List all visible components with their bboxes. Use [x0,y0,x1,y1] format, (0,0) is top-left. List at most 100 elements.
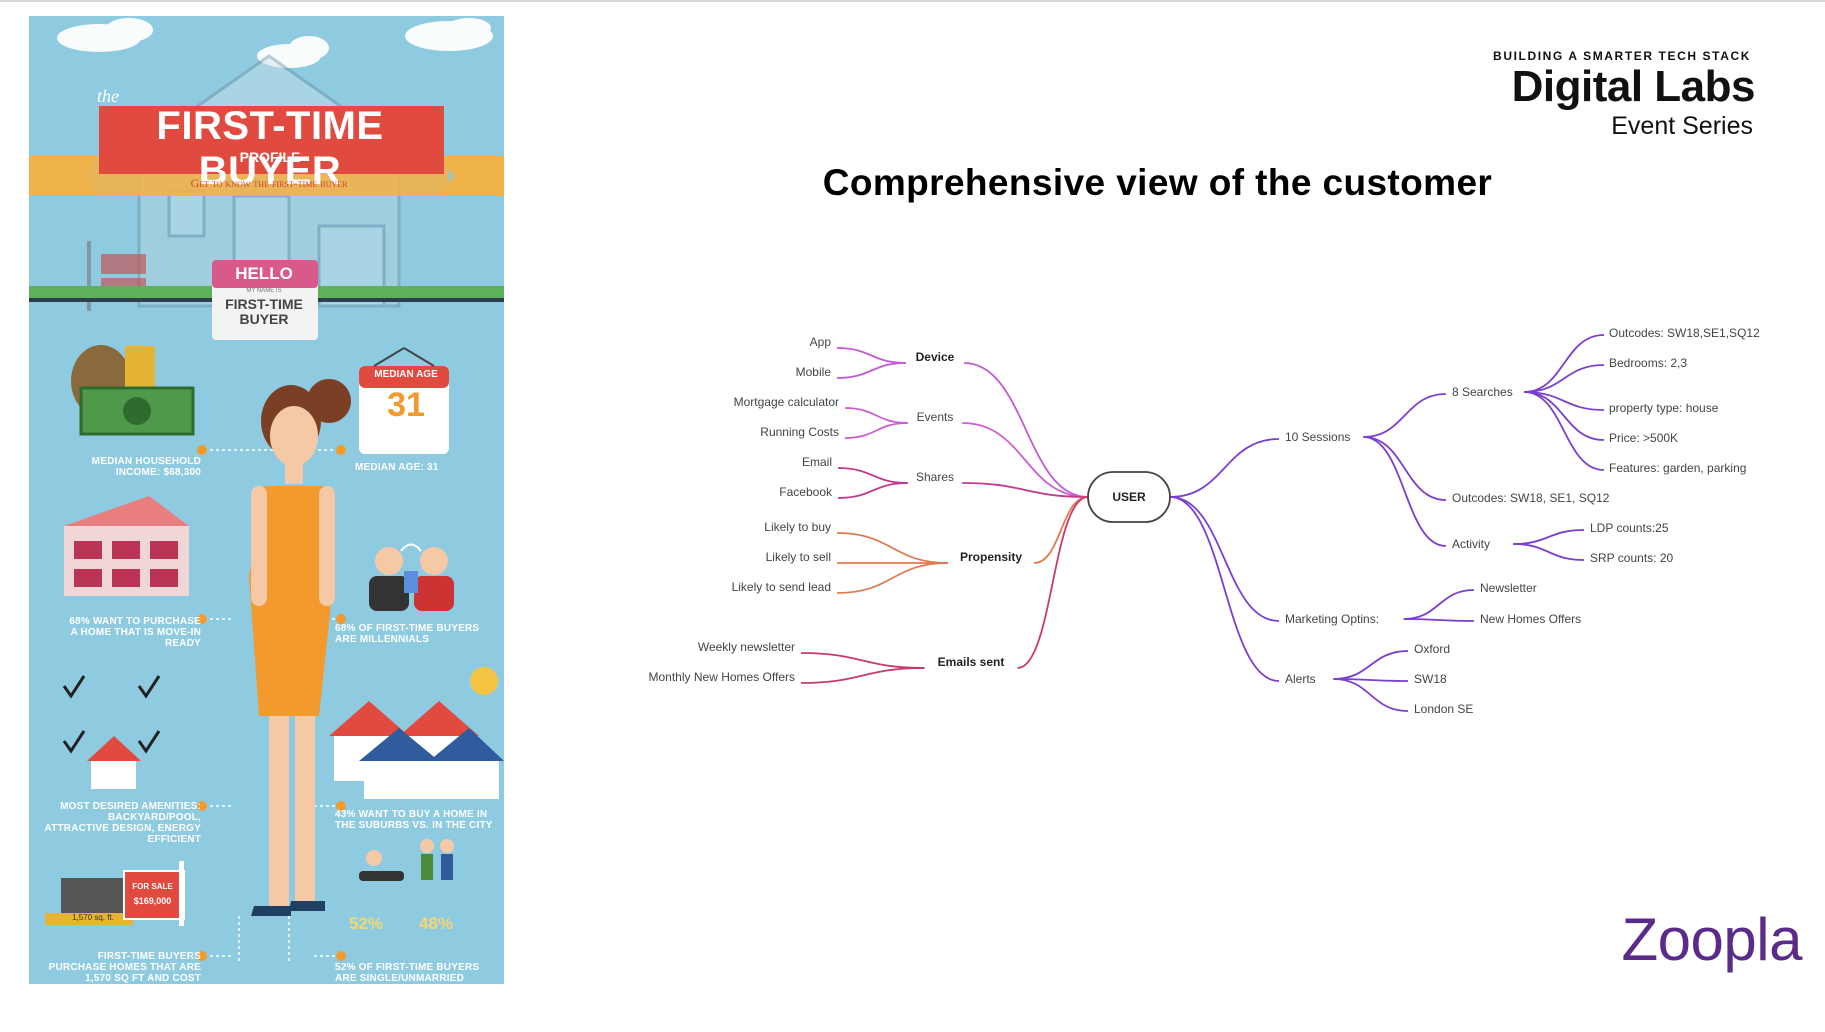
cloud-icons [57,18,493,68]
edge-root-marketing-optins [1169,496,1280,622]
branch-device: Device [916,350,955,364]
edge-events-mortgage-calculator [844,407,908,424]
edge-shares-facebook [837,482,908,499]
edge-8-searches-features-garden-parking [1523,391,1605,471]
edge-emails-sent-monthly-new-homes-offers [800,667,925,684]
infographic-the: the [97,86,119,106]
branch-shares: Shares [916,470,954,484]
top-divider [0,0,1825,2]
edge-root-shares [962,482,1089,498]
leaf-monthly-new-homes-offers: Monthly New Homes Offers [649,670,796,684]
hello-tag-title: HELLO [235,264,293,283]
woman-figure-icon [249,379,351,916]
leaf-new-homes-offers: New Homes Offers [1480,612,1581,626]
header-brand: Digital Labs [1511,62,1756,111]
node-outcodes-sw18-se1-sq12: Outcodes: SW18, SE1, SQ12 [1452,491,1610,505]
edge-8-searches-bedrooms-2-3 [1523,364,1605,393]
edge-10-sessions-8-searches [1363,393,1447,438]
pct-single: 52% [349,914,384,933]
for-sale-text: FOR SALE [132,882,173,891]
zoopla-logo: Zoopla [1621,906,1803,973]
edge-10-sessions-outcodes-sw18-se1-sq12 [1363,436,1447,501]
infographic-title: FIRST-TIME BUYER [156,104,384,193]
leaf-newsletter: Newsletter [1480,581,1537,595]
fact-move-in: 68% WANT TO PURCHASE A HOME THAT IS MOVE… [69,616,201,649]
for-sale-sign-icon [45,861,185,926]
median-age-calendar-icon [359,347,449,454]
edge-root-propensity [1033,496,1089,564]
branch-emails-sent: Emails sent [938,655,1005,669]
edge-marketing-newsletter [1403,589,1475,620]
fact-millennials: 68% OF FIRST-TIME BUYERS ARE MILLENNIALS [335,623,480,645]
leaf-outcodes-sw18-se1-sq12: Outcodes: SW18,SE1,SQ12 [1609,326,1760,340]
branch-alerts: Alerts [1285,672,1316,686]
branch-10-sessions: 10 Sessions [1285,430,1350,444]
single-married-icon [359,839,454,881]
edge-emails-sent-weekly-newsletter [800,652,925,669]
leaf-london-se: London SE [1414,702,1473,716]
leaf-running-costs: Running Costs [760,425,839,439]
fact-amenities: MOST DESIRED AMENITIES: BACKYARD/POOL, A… [44,801,201,845]
millennials-icon [369,543,454,611]
fact-homes: FIRST-TIME BUYERS PURCHASE HOMES THAT AR… [48,951,201,984]
leaf-property-type-house: property type: house [1609,401,1719,415]
median-age-value: 31 [387,386,425,424]
infographic-subtitle: PROFILE [239,149,301,165]
edge-activity-ldp-counts-25 [1513,529,1585,545]
leaf-price-500k: Price: >500K [1609,431,1678,445]
edge-propensity-likely-to-buy [836,532,949,564]
leaf-mortgage-calculator: Mortgage calculator [734,395,839,409]
leaf-features-garden-parking: Features: garden, parking [1609,461,1746,475]
edge-root-emails-sent [1017,496,1089,669]
edge-root-10-sessions [1169,438,1280,498]
edge-root-events [962,422,1089,498]
leaf-mobile: Mobile [796,365,832,379]
edge-10-sessions-activity [1363,436,1447,547]
leaf-app: App [810,335,832,349]
first-time-buyer-infographic: the FIRST-TIME BUYER PROFILE Get to know… [29,16,504,984]
money-icon [71,345,195,436]
branch-events: Events [917,410,954,424]
edge-marketing-new-homes-offers [1403,618,1475,622]
edge-activity-srp-counts-20 [1513,543,1585,561]
leaf-email: Email [802,455,832,469]
leaf-ldp-counts-25: LDP counts:25 [1590,521,1669,535]
amenities-icons [62,675,161,754]
fact-single: 52% OF FIRST-TIME BUYERS ARE SINGLE/UNMA… [335,962,480,984]
move-in-house-icon [64,496,189,596]
leaf-sw18: SW18 [1414,672,1447,686]
leaf-likely-to-buy: Likely to buy [764,520,831,534]
infographic-artwork [29,18,504,961]
header-series: Event Series [1611,112,1753,140]
fact-suburbs: 43% WANT TO BUY A HOME IN THE SUBURBS VS… [335,809,493,831]
mind-map-root-node [1087,471,1171,523]
leaf-oxford: Oxford [1414,642,1450,656]
mind-map-root-label: USER [1112,490,1146,504]
edge-root-device [963,362,1089,498]
node-8-searches: 8 Searches [1452,385,1513,399]
branch-propensity: Propensity [960,550,1022,564]
leaf-weekly-newsletter: Weekly newsletter [698,640,795,654]
median-age-label: MEDIAN AGE [374,369,438,380]
edge-events-running-costs [844,422,908,439]
home-size-text: 1,570 sq. ft. [72,913,114,922]
slide-title: Comprehensive view of the customer [822,162,1493,203]
header-eyebrow: BUILDING A SMARTER TECH STACK [1493,49,1751,63]
edge-8-searches-outcodes-sw18-se1-sq12 [1523,334,1605,393]
leaf-srp-counts-20: SRP counts: 20 [1590,551,1673,565]
hello-tag-name: FIRST-TIME BUYER [225,296,303,327]
amenity-house-icon [87,736,141,789]
edge-propensity-likely-to-send-lead [836,562,949,594]
title-banner [99,106,444,174]
fact-median-age: MEDIAN AGE: 31 [355,462,439,473]
pct-married: 48% [419,914,454,933]
edge-device-mobile [836,362,907,379]
edge-alerts-london-se [1333,678,1409,712]
for-sale-price: $169,000 [133,896,172,906]
edge-device-app [836,347,907,364]
node-activity: Activity [1452,537,1490,551]
leaf-facebook: Facebook [779,485,833,499]
edge-alerts-oxford [1333,650,1409,680]
leaf-likely-to-sell: Likely to sell [766,550,831,564]
